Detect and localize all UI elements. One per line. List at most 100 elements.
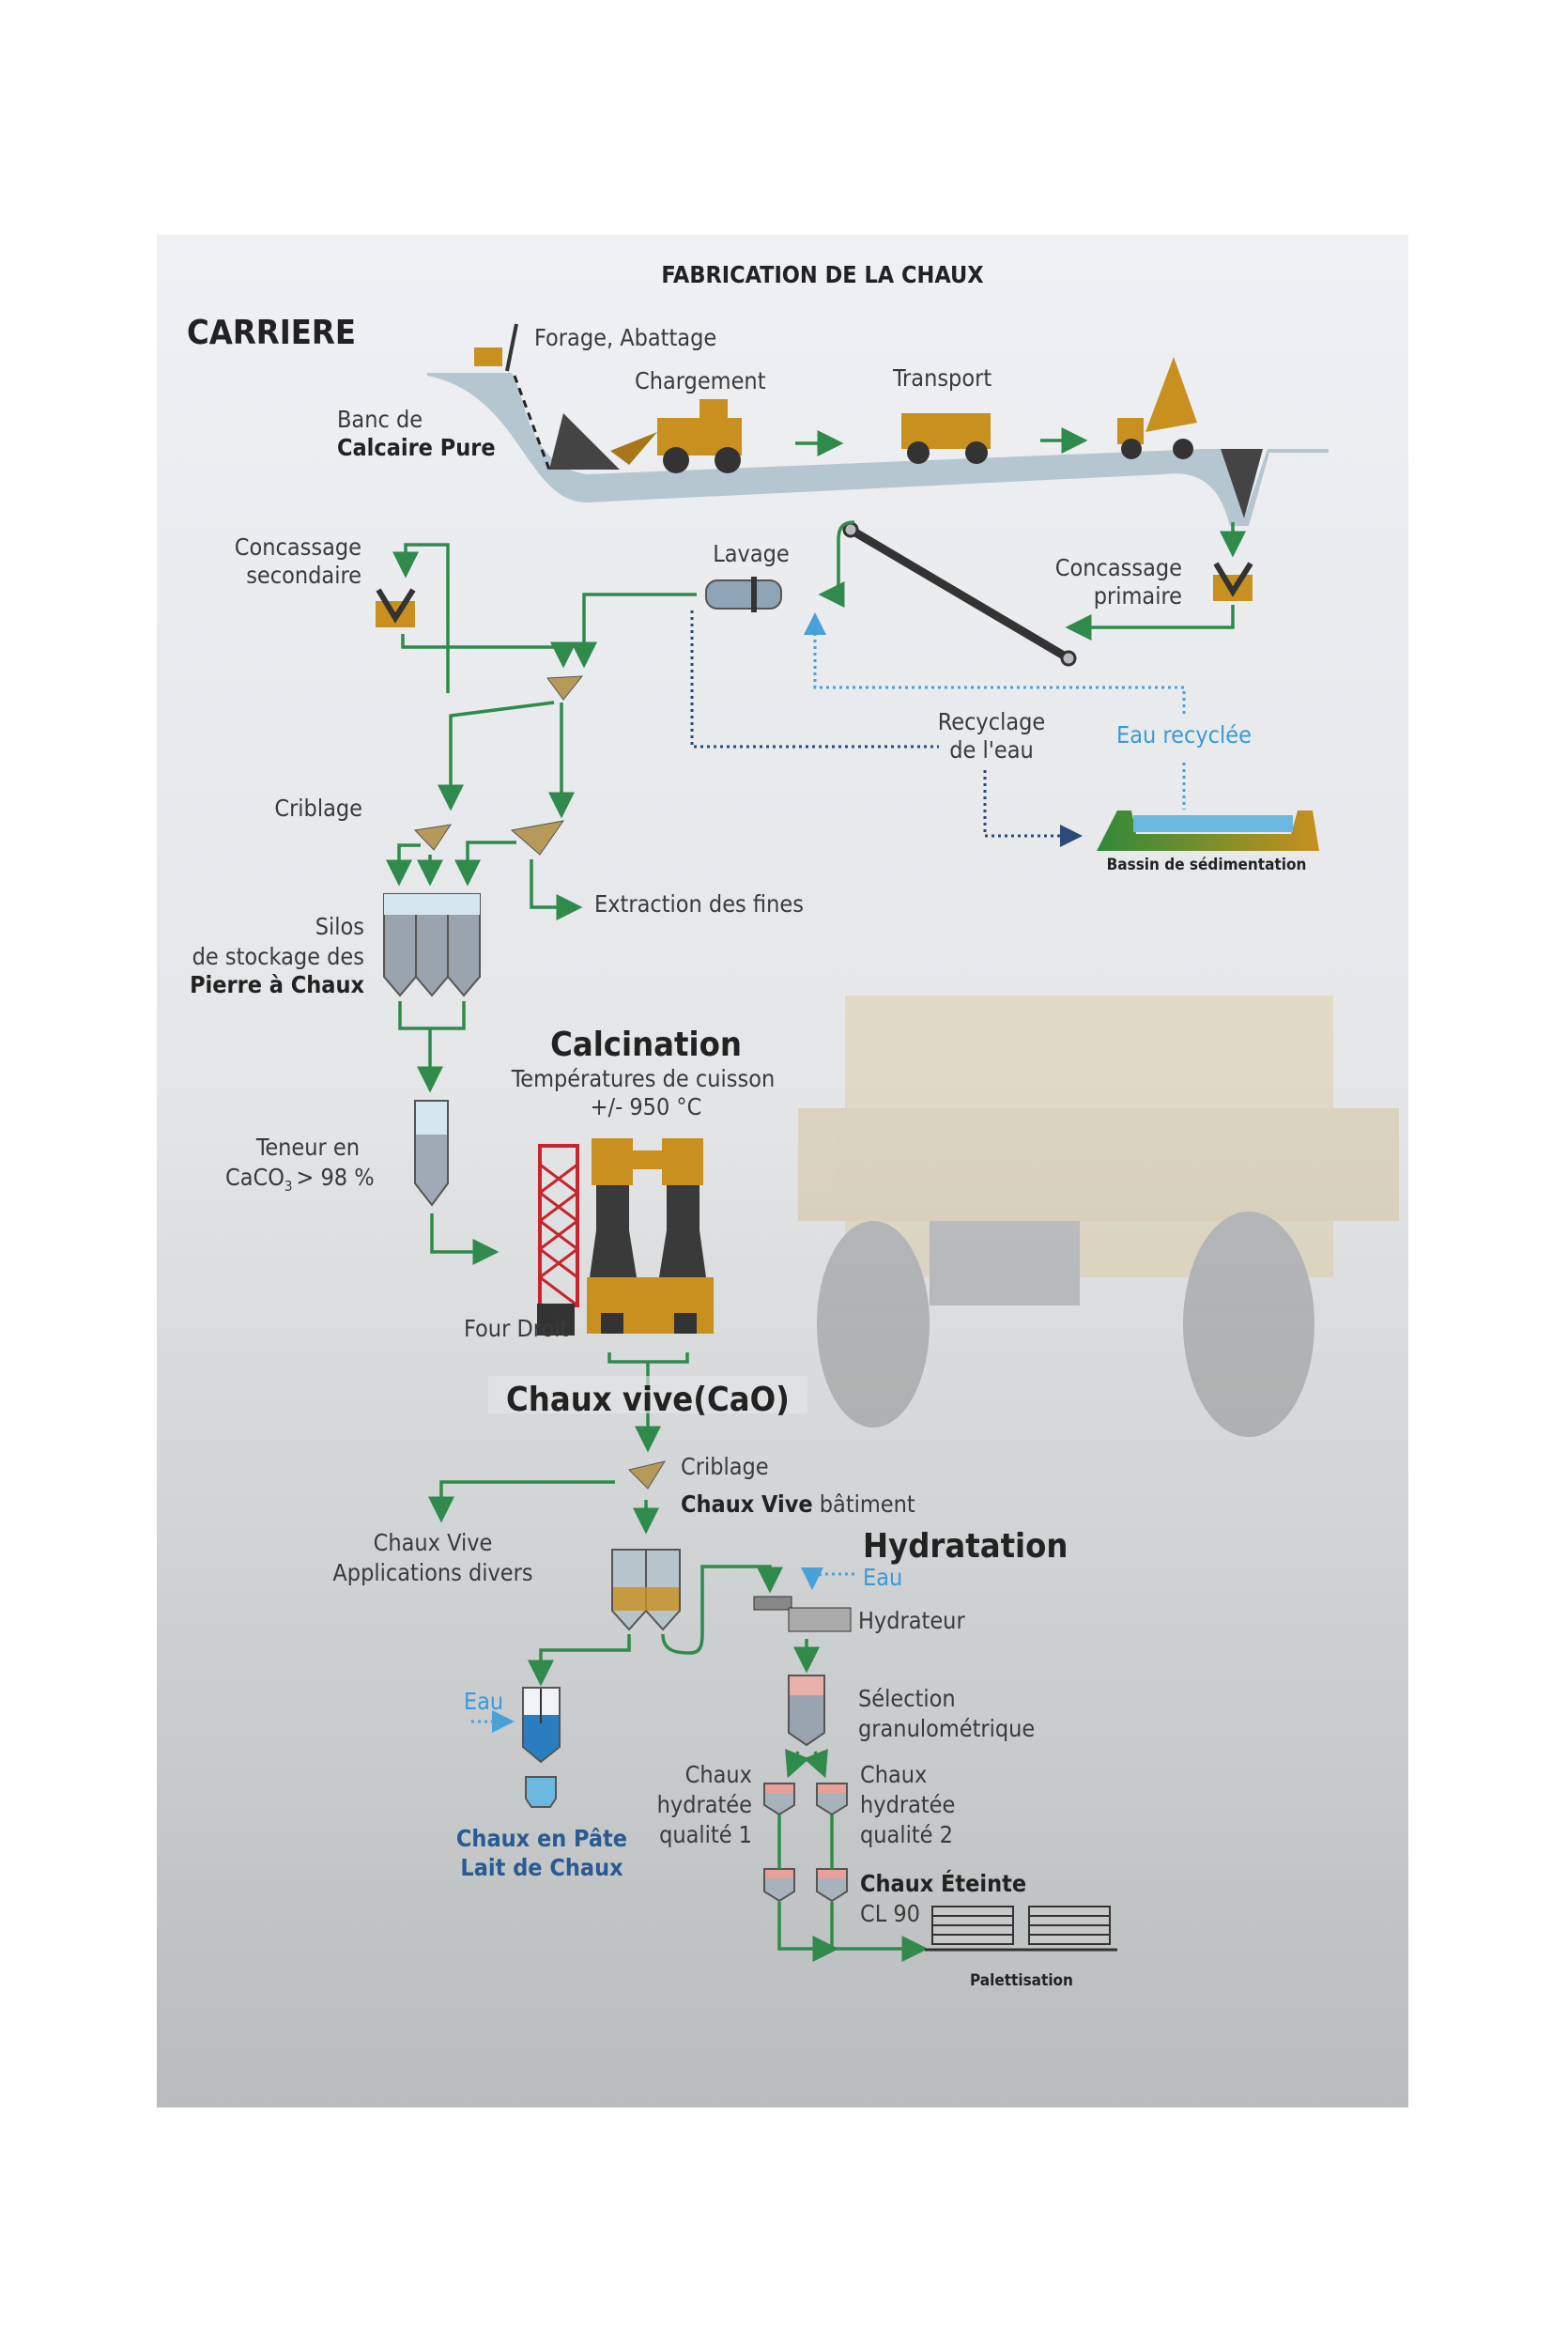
flow-arrow	[777, 1902, 839, 1962]
label-eau-hydratation: Eau	[863, 1564, 902, 1591]
label-criblage: Criblage	[274, 795, 362, 822]
recycled-water-arrow	[804, 612, 1186, 714]
label-eau-recyclee: Eau recyclée	[1116, 721, 1252, 749]
label-cl90: CL 90	[860, 1900, 920, 1927]
label-qualite1-3: qualité 1	[659, 1821, 752, 1848]
label-temperature: Températures de cuisson	[511, 1065, 775, 1092]
flow-arrow	[571, 593, 697, 669]
flow-arrow	[1065, 605, 1235, 641]
label-qualite2-3: qualité 2	[860, 1821, 953, 1848]
label-chaux-en-pate: Chaux en Pâte	[456, 1825, 627, 1852]
label-selection-1: Sélection	[858, 1685, 956, 1712]
heading-backdrop	[488, 1376, 807, 1413]
label-four-droit: Four Droit	[464, 1315, 568, 1342]
label-lait-de-chaux: Lait de Chaux	[460, 1854, 623, 1881]
label-qualite1-2: hydratée	[657, 1791, 752, 1818]
label-concassage-primaire-1: Concassage	[1055, 554, 1182, 581]
label-extraction: Extraction des fines	[594, 890, 804, 918]
label-calcaire-pure: Calcaire Pure	[337, 434, 496, 461]
hydrated-lime-bins-icon	[763, 1783, 848, 1903]
blast-line	[513, 375, 551, 471]
storage-silos-icon	[383, 893, 481, 997]
hydrator-icon	[753, 1596, 852, 1632]
section-carriere: CARRIERE	[187, 314, 356, 352]
hopper-tube-icon	[414, 1100, 449, 1207]
conveyor-belt-icon	[842, 521, 1077, 667]
label-criblage-2: Criblage	[681, 1453, 769, 1480]
label-recyclage-1: Recyclage	[938, 708, 1046, 735]
flow-arrow	[398, 1001, 466, 1089]
primary-crusher-icon	[1213, 562, 1253, 601]
label-silos-1: Silos	[315, 913, 364, 940]
classifier-icon	[788, 1675, 825, 1747]
flow-arrow	[401, 634, 576, 669]
washing-drum-icon	[705, 577, 782, 612]
screen-icon	[413, 824, 453, 851]
label-chaux-eteinte: Chaux Éteinte	[860, 1870, 1026, 1897]
quarry-ground	[427, 373, 1329, 526]
label-concassage-secondaire-1: Concassage	[235, 533, 361, 561]
flow-arrow	[661, 1565, 783, 1655]
label-forage: Forage, Abattage	[534, 324, 716, 351]
label-concassage-primaire-2: primaire	[1094, 582, 1182, 610]
sedimentation-basin-icon	[1097, 811, 1319, 851]
label-qualite2-2: hydratée	[860, 1791, 955, 1818]
label-silos-3: Pierre à Chaux	[190, 971, 364, 998]
flow-arrow	[386, 843, 421, 887]
label-bassin: Bassin de sédimentation	[1107, 856, 1307, 874]
flow-arrow	[454, 841, 516, 887]
flow-line	[777, 1814, 834, 1869]
label-recyclage-2: de l'eau	[949, 736, 1034, 764]
section-chaux-vive: Chaux vive(CaO)	[506, 1381, 790, 1419]
label-teneur: Teneur en	[255, 1134, 360, 1161]
wheel-loader-icon	[610, 399, 742, 473]
diagram-title: FABRICATION DE LA CHAUX	[661, 261, 983, 288]
label-concassage-secondaire-2: secondaire	[246, 562, 361, 589]
label-lavage: Lavage	[713, 540, 790, 567]
flow-arrow	[438, 701, 555, 811]
label-qualite2-1: Chaux	[860, 1761, 927, 1788]
section-hydratation: Hydratation	[863, 1527, 1068, 1566]
label-silos-2: de stockage des	[192, 943, 364, 970]
flow-arrow	[428, 1480, 615, 1523]
recycling-to-basin-arrow	[983, 770, 1083, 847]
label-applications-2: Applications divers	[332, 1559, 532, 1586]
water-inlet-arrow	[801, 1567, 854, 1590]
label-eau-pate: Eau	[464, 1688, 503, 1715]
vertical-kiln-icon	[537, 1138, 714, 1336]
drill-rig-icon	[474, 323, 518, 372]
pit-rocks	[1221, 449, 1263, 518]
secondary-crusher-icon	[376, 588, 416, 627]
label-transport: Transport	[892, 364, 992, 392]
label-chargement: Chargement	[635, 367, 766, 394]
label-palettisation: Palettisation	[970, 1971, 1073, 1990]
label-caco3: CaCO3> 98 %	[225, 1164, 375, 1195]
fines-arrow	[530, 859, 583, 920]
label-selection-2: granulométrique	[858, 1715, 1035, 1742]
label-banc: Banc de	[337, 406, 423, 433]
flow-arrow	[803, 1749, 828, 1779]
background-truck-photo	[798, 996, 1399, 1437]
flow-arrow	[785, 1749, 810, 1779]
dump-truck-icon	[1117, 357, 1197, 459]
recirculation-arrow	[392, 543, 450, 693]
label-qualite1-1: Chaux	[685, 1761, 752, 1788]
label-chaux-vive-batiment: Chaux Vive bâtiment	[681, 1490, 915, 1518]
section-calcination: Calcination	[550, 1026, 742, 1064]
screen-icon	[546, 675, 584, 701]
screen-icon	[628, 1460, 667, 1490]
label-temperature-value: +/- 950 °C	[591, 1093, 702, 1120]
haul-truck-icon	[901, 413, 991, 464]
quicklime-silos-icon	[611, 1549, 681, 1631]
mixing-tank-icon	[522, 1687, 561, 1808]
rock-pile	[549, 413, 620, 470]
screen-icon	[510, 820, 565, 856]
flow-arrow	[528, 1634, 631, 1687]
label-applications-1: Chaux Vive	[374, 1529, 493, 1556]
flow-arrow	[430, 1213, 500, 1265]
flow-arrow	[830, 1902, 929, 1962]
pallets-icon	[925, 1906, 1117, 1952]
label-hydrateur: Hydrateur	[858, 1607, 965, 1634]
flow-arrow	[818, 520, 855, 608]
